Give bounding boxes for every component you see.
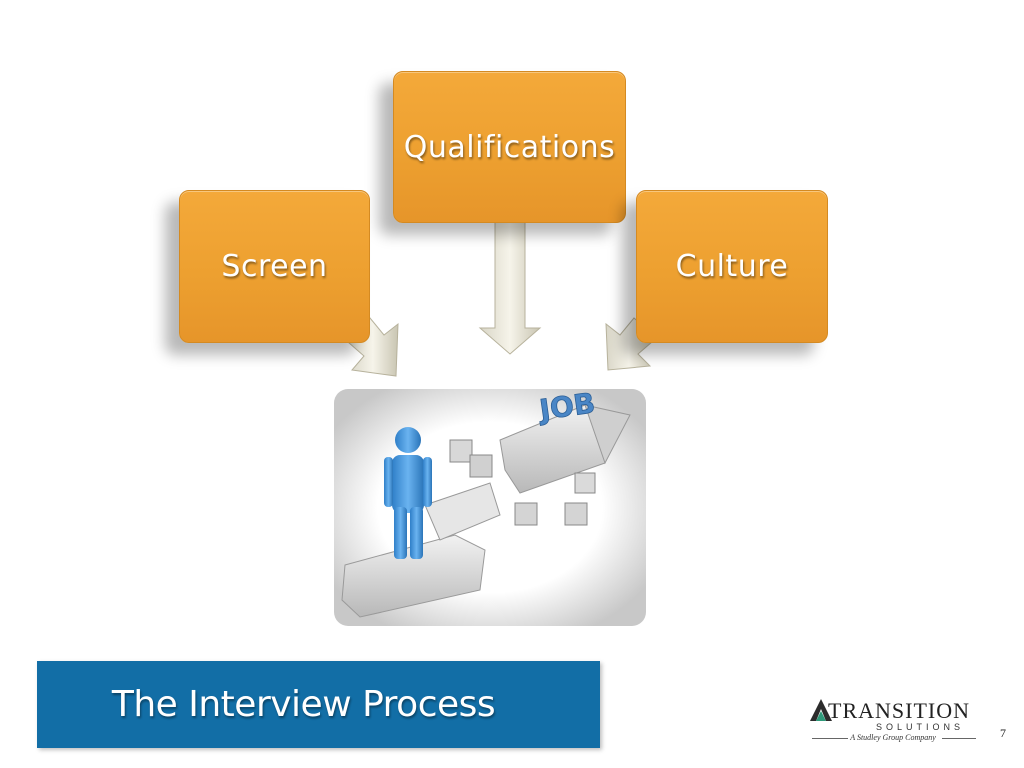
job-arrow-tip xyxy=(584,404,631,465)
qualifications-box: Qualifications xyxy=(393,71,626,223)
slide-title: The Interview Process xyxy=(111,684,496,725)
puzzle-piece xyxy=(574,472,596,494)
company-logo: TRANSITION SOLUTIONS A Studley Group Com… xyxy=(808,697,978,749)
page-number: 7 xyxy=(1000,726,1006,740)
culture-box: Culture xyxy=(636,190,828,343)
person-figure-icon xyxy=(384,427,432,559)
logo-mark-icon xyxy=(810,699,832,721)
logo-divider xyxy=(942,738,976,739)
logo-tagline: A Studley Group Company xyxy=(850,733,936,742)
culture-label: Culture xyxy=(675,249,789,284)
screen-label: Screen xyxy=(221,249,328,284)
logo-divider xyxy=(812,738,848,739)
puzzle-path xyxy=(424,482,501,541)
puzzle-piece xyxy=(514,502,538,526)
puzzle-piece xyxy=(564,502,588,526)
platform-block xyxy=(341,534,486,618)
arrow-down-icon xyxy=(478,221,542,355)
job-path-image: JOB xyxy=(334,386,646,626)
puzzle-piece xyxy=(449,439,473,463)
screen-box: Screen xyxy=(179,190,370,343)
puzzle-piece xyxy=(469,454,493,478)
title-banner: The Interview Process xyxy=(37,661,600,748)
logo-name: TRANSITION xyxy=(828,698,970,723)
qualifications-label: Qualifications xyxy=(403,129,616,165)
logo-subtitle: SOLUTIONS xyxy=(876,722,965,732)
